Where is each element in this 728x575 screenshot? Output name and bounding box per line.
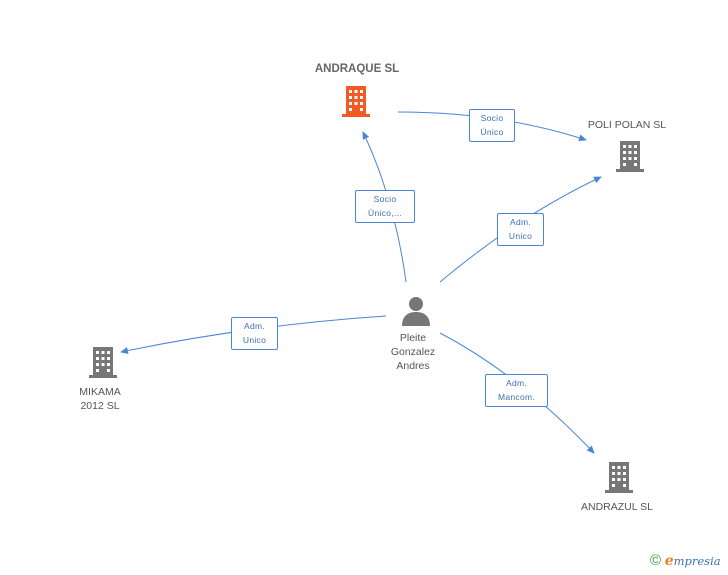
company-label-mikama-line1: MIKAMA [79,386,121,398]
building-icon-polipolan[interactable] [614,139,646,173]
edge-label-line1: Socio [480,113,504,123]
copyright-icon: © [650,552,662,569]
building-icon-andrazul[interactable] [603,460,635,494]
edge-label-line2: Unico [508,231,533,241]
edge-label-line1: Adm. [243,321,266,331]
edge-label-adm-unico-polipolan: Adm. Unico [497,213,544,246]
edge-label-socio-unico-polipolan: Socio Único [469,109,515,142]
building-icon-mikama[interactable] [87,345,119,379]
edge-label-line1: Socio [373,194,397,204]
edge-label-adm-mancom-andrazul: Adm. Mancom. [485,374,548,407]
edge-label-line2: Unico [242,335,267,345]
edge-label-adm-unico-mikama: Adm. Unico [231,317,278,350]
company-label-polipolan[interactable]: POLI POLAN SL [587,119,667,131]
edge-label-line1: Adm. [509,217,532,227]
brand-e: e [664,553,674,569]
brand-logo: empresia [664,553,721,569]
edge-label-line2: Único [480,127,504,137]
edge-label-socio-unico-andraque: Socio Único,... [355,190,415,223]
building-icon-andraque[interactable] [340,84,372,118]
footer-brand[interactable]: © empresia [650,552,721,569]
person-label-line2: Gonzalez [390,346,436,358]
person-icon[interactable] [400,295,432,327]
company-label-andrazul[interactable]: ANDRAZUL SL [581,501,653,513]
person-label-line3: Andres [396,360,430,372]
edge-label-line1: Adm. [505,378,528,388]
person-label-line1: Pleite [399,332,427,344]
company-label-mikama[interactable]: MIKAMA 2012 SL [50,385,150,413]
company-label-andraque[interactable]: ANDRAQUE SL [314,63,400,75]
company-label-mikama-line2: 2012 SL [80,400,120,412]
person-label[interactable]: Pleite Gonzalez Andres [363,331,463,373]
edge-label-line2: Único,... [368,208,402,218]
brand-rest: mpresia [673,554,721,568]
edge-label-line2: Mancom. [497,392,536,402]
